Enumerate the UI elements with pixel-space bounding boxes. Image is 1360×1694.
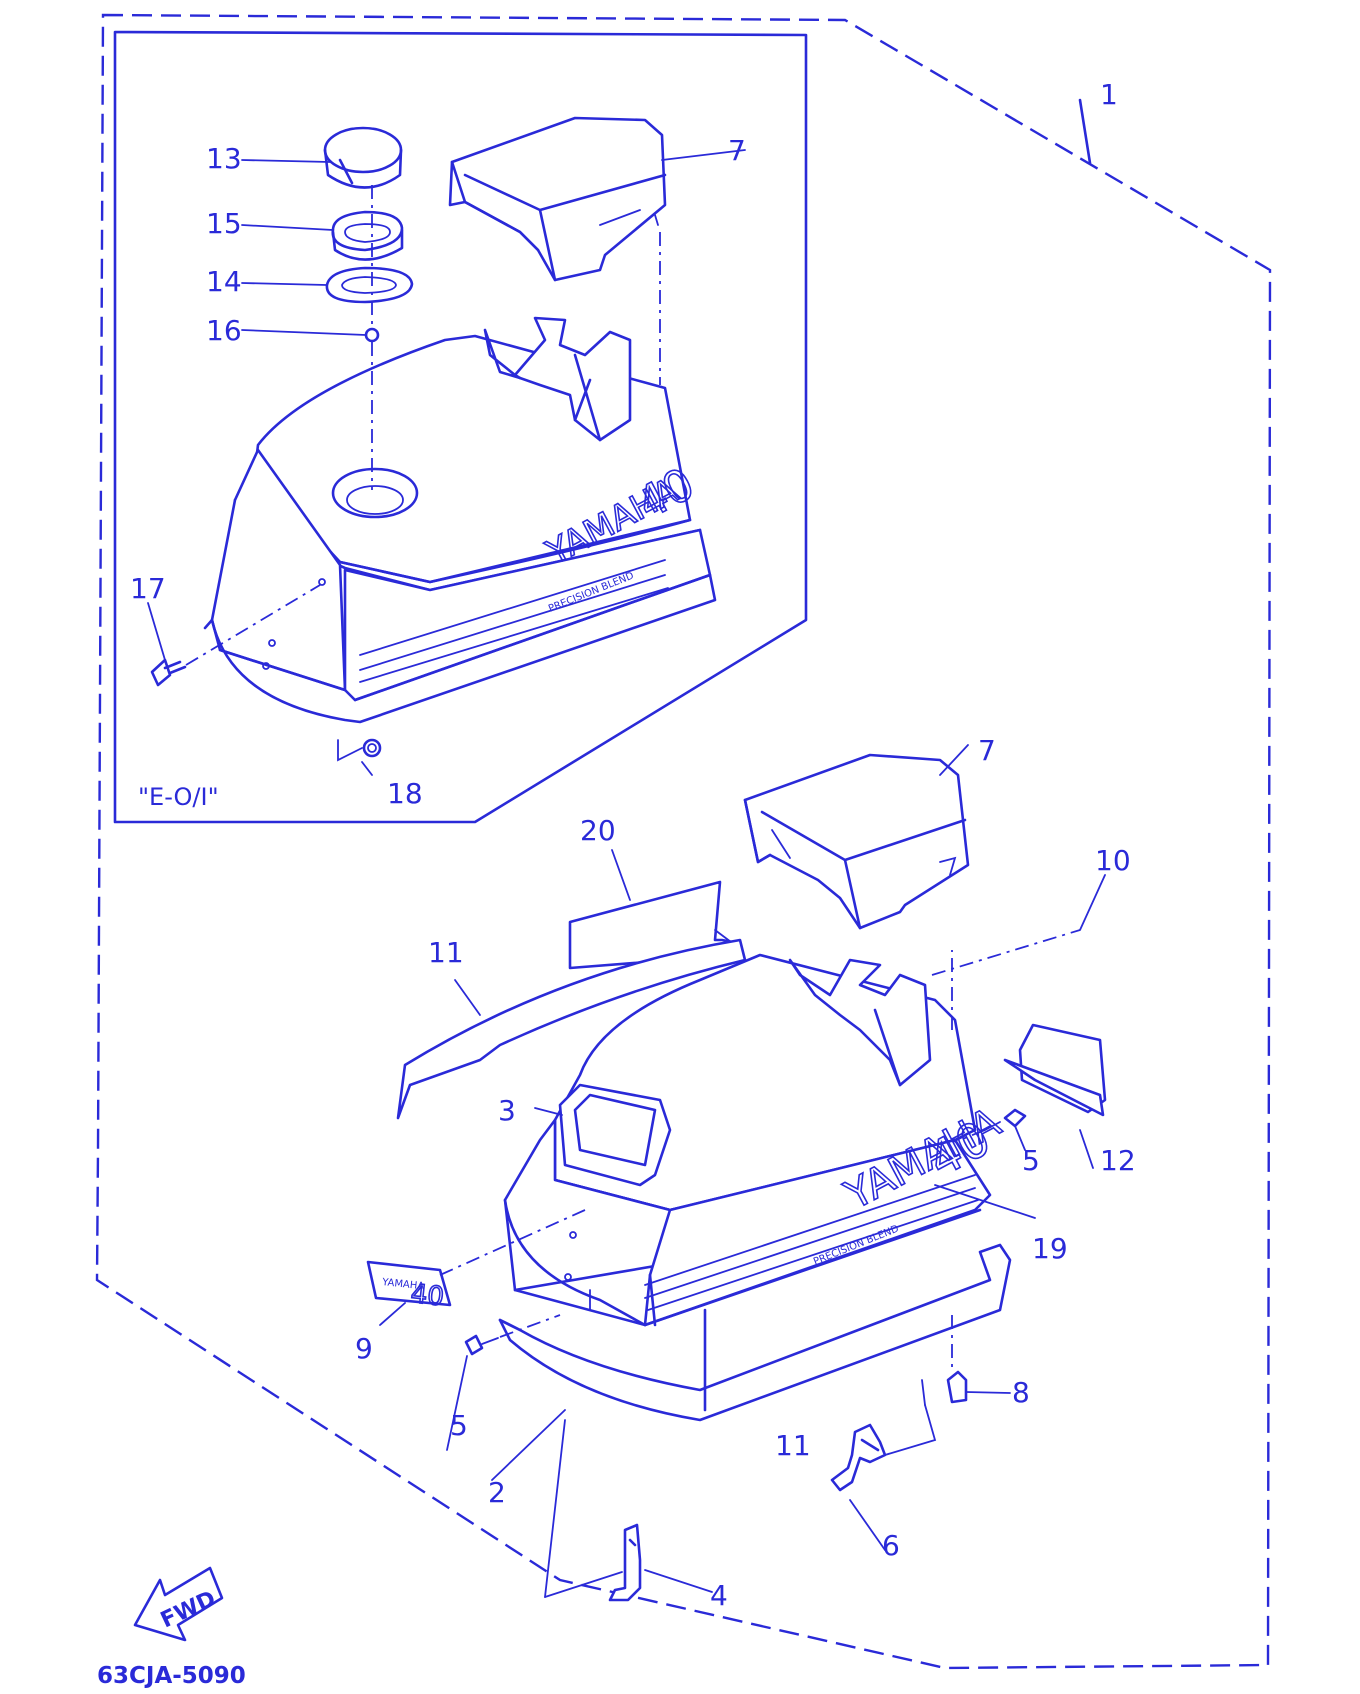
callout-4: 4 — [710, 1579, 728, 1612]
decal-9-number: 40 — [409, 1279, 445, 1312]
main-decal-9: YAMAHA 40 — [366, 1260, 452, 1313]
callout-15: 15 — [206, 207, 242, 240]
callout-2: 2 — [488, 1476, 506, 1509]
assembly-boundary — [95, 13, 1272, 1670]
callout-14: 14 — [206, 265, 242, 298]
main-brackets — [608, 1423, 887, 1602]
callout-19: 19 — [1032, 1232, 1068, 1265]
callout-16: 16 — [206, 314, 242, 347]
callout-7: 7 — [978, 734, 996, 767]
callout-7-top: 7 — [728, 134, 746, 167]
callout-12: 12 — [1100, 1144, 1136, 1177]
inset-box — [113, 30, 808, 824]
callout-17: 17 — [130, 572, 166, 605]
callout-1: 1 — [1100, 78, 1118, 111]
inset-label: "E-O/I" — [138, 783, 219, 811]
callout-5-right: 5 — [1022, 1144, 1040, 1177]
decal-9-text: YAMAHA — [381, 1277, 425, 1292]
callout-9: 9 — [355, 1332, 373, 1365]
callout-3: 3 — [498, 1094, 516, 1127]
leader-lines — [147, 98, 1106, 1598]
callout-13: 13 — [206, 142, 242, 175]
diagram-code: 63CJA-5090 — [97, 1663, 246, 1689]
inset-top-cowling: YAMAHA 40 PRECISION BLEND — [203, 316, 717, 724]
callout-11-left: 11 — [428, 936, 464, 969]
inset-fasteners — [150, 584, 382, 762]
callout-20: 20 — [580, 814, 616, 847]
callout-10: 10 — [1095, 844, 1131, 877]
inset-cover-7 — [448, 116, 667, 282]
callout-18: 18 — [387, 777, 423, 810]
main-top-cowling: YAMAHA 40 PRECISION BLEND — [498, 953, 1012, 1422]
callout-6: 6 — [882, 1529, 900, 1562]
main-cover-7 — [743, 753, 970, 930]
callout-5-left: 5 — [450, 1409, 468, 1442]
inset-oil-cap-parts — [323, 126, 414, 490]
callout-8: 8 — [1012, 1376, 1030, 1409]
main-decals — [396, 880, 1107, 1120]
callout-11-bottom: 11 — [775, 1429, 811, 1462]
fwd-arrow-icon: FWD — [133, 1566, 224, 1642]
main-fasteners — [464, 950, 1027, 1404]
